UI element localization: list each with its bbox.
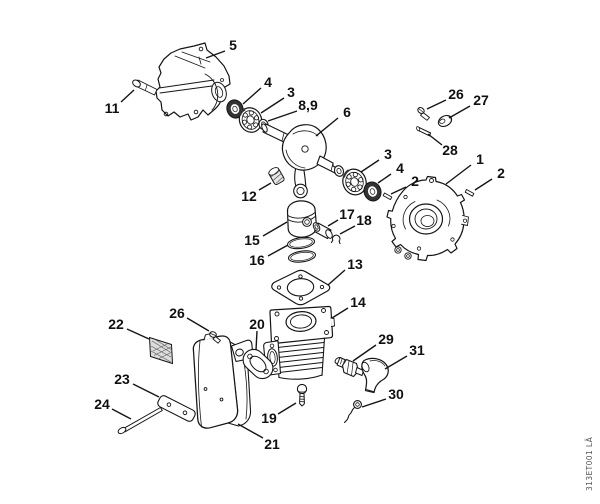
part-washer-right — [333, 165, 345, 177]
part-cylinder-bolt — [296, 383, 308, 407]
leader-line-3 — [260, 97, 285, 114]
leader-line-21 — [237, 423, 264, 439]
part-piston — [286, 200, 318, 238]
callout-label-19: 19 — [261, 410, 277, 426]
callout-label-21: 21 — [264, 436, 280, 452]
part-plug-boot — [361, 357, 389, 394]
callout-label-30: 30 — [388, 386, 404, 402]
callout-label-16: 16 — [249, 252, 265, 268]
part-dowel-pin-left — [382, 192, 393, 201]
callout-label-18: 18 — [356, 212, 372, 228]
callout-label-15: 15 — [244, 232, 260, 248]
part-cylinder — [263, 305, 335, 380]
part-spark-screen — [148, 336, 174, 365]
callout-label-4: 4 — [264, 74, 272, 90]
callout-label-11: 11 — [105, 100, 120, 116]
part-exhaust-gasket — [242, 348, 274, 380]
callout-label-27: 27 — [473, 92, 489, 108]
part-pin-28 — [416, 126, 432, 137]
leader-line-19 — [277, 402, 297, 415]
callout-label-5: 5 — [229, 37, 237, 53]
callout-label-26: 26 — [448, 86, 464, 102]
leader-line-4 — [242, 87, 262, 105]
callout-label-14: 14 — [350, 294, 366, 310]
leader-line-11 — [120, 89, 135, 103]
callout-label-1: 1 — [476, 151, 484, 167]
leader-line-15 — [262, 221, 288, 237]
leader-line-29 — [352, 344, 377, 362]
leader-line-26 — [186, 317, 210, 332]
part-pin-clip — [330, 234, 341, 245]
leader-line-16 — [267, 244, 289, 257]
part-flywheel-housing — [155, 42, 231, 121]
part-piston-rings — [286, 236, 317, 263]
part-dowel-pin-right — [464, 189, 475, 197]
callout-label-24: 24 — [94, 396, 110, 412]
callout-label-12: 12 — [241, 188, 257, 204]
leader-line-2 — [390, 186, 407, 195]
part-collar-nut-12 — [268, 167, 285, 185]
callout-label-23: 23 — [114, 371, 130, 387]
part-oil-seal-right — [363, 181, 382, 202]
leader-line-2 — [474, 178, 493, 191]
callout-label-2: 2 — [411, 173, 419, 189]
part-muffler — [192, 332, 254, 429]
part-cylinder-gasket — [271, 269, 331, 306]
part-ball-bearing-right — [342, 168, 367, 196]
callout-label-3: 3 — [384, 146, 392, 162]
leader-line-17 — [327, 219, 339, 227]
leader-line-23 — [132, 383, 160, 398]
part-spark-plug — [334, 356, 367, 378]
callout-label-13: 13 — [347, 256, 363, 272]
leader-line-3 — [360, 159, 380, 173]
callout-label-22: 22 — [108, 316, 124, 332]
leader-line-5 — [205, 50, 226, 59]
part-oil-seal-left — [226, 99, 244, 119]
part-grommet-27 — [437, 114, 453, 128]
callout-label-28: 28 — [442, 142, 458, 158]
part-crankshaft — [261, 123, 343, 199]
callout-label-26: 26 — [169, 305, 185, 321]
leader-line-18 — [339, 225, 356, 235]
callout-label-20: 20 — [249, 316, 265, 332]
leader-line-22 — [126, 328, 150, 340]
callout-label-3: 3 — [287, 84, 295, 100]
leader-line-8,9 — [267, 110, 298, 122]
leader-line-27 — [448, 105, 471, 119]
leader-line-24 — [111, 408, 132, 420]
leader-line-28 — [427, 133, 443, 146]
part-screw-11 — [132, 79, 158, 96]
leader-line-1 — [445, 164, 472, 185]
part-piston-pin — [312, 222, 333, 240]
leader-line-6 — [315, 117, 339, 137]
leader-line-14 — [331, 307, 349, 319]
part-muffler-bolt — [117, 407, 163, 435]
part-screw-26-muffler — [209, 331, 221, 344]
leader-line-4 — [377, 173, 392, 184]
callout-label-8,9: 8,9 — [298, 97, 318, 113]
callout-label-2: 2 — [497, 165, 505, 181]
callout-label-6: 6 — [343, 104, 351, 120]
leader-line-13 — [327, 269, 346, 286]
callout-label-4: 4 — [396, 160, 404, 176]
part-crankcase-clutch-side — [386, 175, 469, 262]
leader-line-12 — [258, 182, 272, 191]
part-ball-bearing-left — [238, 107, 263, 133]
leader-line-20 — [255, 330, 258, 351]
callout-label-29: 29 — [378, 331, 394, 347]
part-muffler-plate — [157, 395, 196, 422]
leader-line-31 — [384, 355, 408, 370]
callout-label-31: 31 — [409, 342, 425, 358]
leader-line-26 — [426, 99, 447, 110]
footer-code: 313ET001 LÄ — [585, 436, 594, 491]
part-ground-spring — [343, 400, 362, 424]
leader-line-30 — [361, 398, 387, 408]
callout-label-17: 17 — [339, 206, 355, 222]
part-screw-26-top — [417, 107, 430, 121]
